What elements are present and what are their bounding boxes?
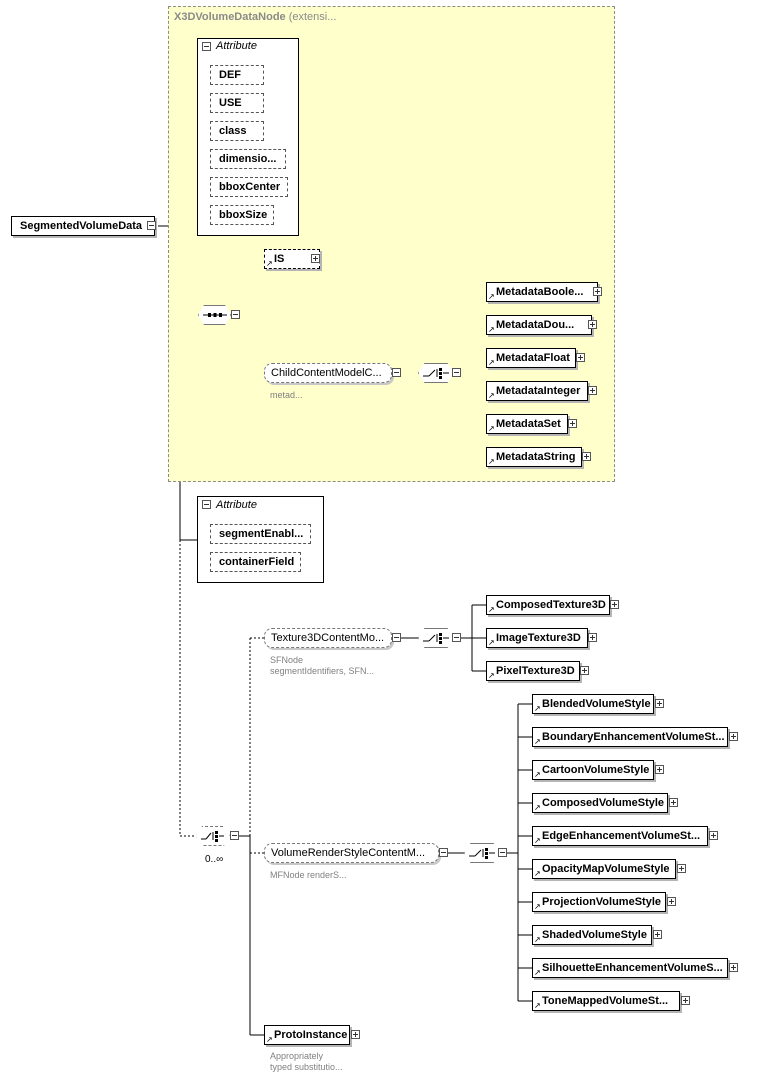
attribute-class[interactable]: class — [210, 121, 264, 141]
metadata-integer-element[interactable]: ↗MetadataInteger — [486, 381, 588, 401]
expand-icon[interactable] — [568, 419, 577, 428]
collapse-icon[interactable] — [452, 368, 461, 377]
boundary-enhancement-volume-style-element[interactable]: ↗BoundaryEnhancementVolumeSt... — [532, 727, 728, 747]
tone-mapped-volume-style-element[interactable]: ↗ToneMappedVolumeSt... — [532, 991, 680, 1011]
attributes-header: Attribute — [216, 499, 257, 511]
collapse-icon[interactable] — [147, 221, 156, 230]
attributes-header: Attribute — [216, 40, 257, 52]
reference-arrow-icon: ↗ — [488, 358, 495, 367]
texture-group-note: SFNode segmentIdentifiers, SFN... — [270, 655, 375, 676]
expand-icon[interactable] — [588, 633, 597, 642]
reference-arrow-icon: ↗ — [488, 671, 495, 680]
expand-icon[interactable] — [653, 930, 662, 939]
attribute-dimensions[interactable]: dimensio... — [210, 149, 286, 169]
expand-icon[interactable] — [655, 699, 664, 708]
expand-icon[interactable] — [582, 452, 591, 461]
collapse-icon[interactable] — [392, 633, 401, 642]
expand-icon[interactable] — [610, 600, 619, 609]
reference-arrow-icon: ↗ — [266, 1035, 273, 1044]
expand-icon[interactable] — [588, 386, 597, 395]
reference-arrow-icon: ↗ — [488, 292, 495, 301]
reference-arrow-icon: ↗ — [488, 325, 495, 334]
attribute-bboxcenter[interactable]: bboxCenter — [210, 177, 288, 197]
reference-arrow-icon: ↗ — [534, 935, 541, 944]
child-group-note: metad... — [270, 390, 303, 400]
projection-volume-style-element[interactable]: ↗ProjectionVolumeStyle — [532, 892, 666, 912]
reference-arrow-icon: ↗ — [266, 259, 273, 268]
reference-arrow-icon: ↗ — [534, 836, 541, 845]
root-element[interactable]: SegmentedVolumeData — [11, 216, 155, 236]
composed-texture3d-element[interactable]: ↗ComposedTexture3D — [486, 595, 610, 615]
expand-icon[interactable] — [667, 897, 676, 906]
choice-icon — [469, 848, 495, 859]
expand-icon[interactable] — [351, 1030, 360, 1039]
reference-arrow-icon: ↗ — [488, 638, 495, 647]
expand-icon[interactable] — [588, 320, 597, 329]
cartoon-volume-style-element[interactable]: ↗CartoonVolumeStyle — [532, 760, 654, 780]
expand-icon[interactable] — [311, 254, 320, 263]
collapse-icon[interactable] — [231, 310, 240, 319]
volume-render-style-group[interactable]: VolumeRenderStyleContentM... — [264, 843, 439, 863]
metadata-string-element[interactable]: ↗MetadataString — [486, 447, 582, 467]
attribute-use[interactable]: USE — [210, 93, 264, 113]
expand-icon[interactable] — [709, 831, 718, 840]
reference-arrow-icon: ↗ — [534, 1001, 541, 1010]
collapse-icon[interactable] — [202, 42, 211, 51]
reference-arrow-icon: ↗ — [534, 770, 541, 779]
blended-volume-style-element[interactable]: ↗BlendedVolumeStyle — [532, 694, 654, 714]
sequence-icon — [203, 313, 227, 317]
reference-arrow-icon: ↗ — [534, 737, 541, 746]
opacity-map-volume-style-element[interactable]: ↗OpacityMapVolumeStyle — [532, 859, 676, 879]
metadata-double-element[interactable]: ↗MetadataDou... — [486, 315, 592, 335]
edge-enhancement-volume-style-element[interactable]: ↗EdgeEnhancementVolumeSt... — [532, 826, 708, 846]
reference-arrow-icon: ↗ — [534, 968, 541, 977]
choice-icon — [423, 368, 449, 379]
expand-icon[interactable] — [593, 287, 602, 296]
expand-icon[interactable] — [576, 353, 585, 362]
silhouette-enhancement-volume-style-element[interactable]: ↗SilhouetteEnhancementVolumeS... — [532, 958, 728, 978]
image-texture3d-element[interactable]: ↗ImageTexture3D — [486, 628, 588, 648]
metadata-boolean-element[interactable]: ↗MetadataBoole... — [486, 282, 598, 302]
render-group-note: MFNode renderS... — [270, 870, 347, 880]
attribute-segment-enabled[interactable]: segmentEnabl... — [210, 524, 311, 544]
texture3d-content-model-group[interactable]: Texture3DContentMo... — [264, 628, 392, 648]
reference-arrow-icon: ↗ — [534, 803, 541, 812]
occurrence-label: 0..∞ — [205, 854, 224, 865]
reference-arrow-icon: ↗ — [488, 391, 495, 400]
attribute-bboxsize[interactable]: bboxSize — [210, 205, 274, 225]
expand-icon[interactable] — [655, 765, 664, 774]
expand-icon[interactable] — [729, 732, 738, 741]
expand-icon[interactable] — [669, 798, 678, 807]
collapse-icon[interactable] — [392, 368, 401, 377]
expand-icon[interactable] — [677, 864, 686, 873]
reference-arrow-icon: ↗ — [488, 424, 495, 433]
child-content-model-group[interactable]: ChildContentModelC... — [264, 363, 392, 383]
reference-arrow-icon: ↗ — [488, 457, 495, 466]
shaded-volume-style-element[interactable]: ↗ShadedVolumeStyle — [532, 925, 652, 945]
composed-volume-style-element[interactable]: ↗ComposedVolumeStyle — [532, 793, 668, 813]
collapse-icon[interactable] — [498, 848, 507, 857]
metadata-float-element[interactable]: ↗MetadataFloat — [486, 348, 576, 368]
collapse-icon[interactable] — [230, 831, 239, 840]
extension-title: X3DVolumeDataNode (extensi... — [174, 11, 337, 23]
expand-icon[interactable] — [580, 666, 589, 675]
proto-instance-note: Appropriately typed substitutio... — [270, 1051, 343, 1072]
reference-arrow-icon: ↗ — [534, 704, 541, 713]
reference-arrow-icon: ↗ — [488, 605, 495, 614]
collapse-icon[interactable] — [439, 848, 448, 857]
attribute-def[interactable]: DEF — [210, 65, 264, 85]
expand-icon[interactable] — [729, 963, 738, 972]
proto-instance-element[interactable]: ↗ProtoInstance — [264, 1025, 350, 1045]
collapse-icon[interactable] — [452, 633, 461, 642]
reference-arrow-icon: ↗ — [534, 869, 541, 878]
attribute-container-field[interactable]: containerField — [210, 552, 301, 572]
choice-icon — [423, 633, 449, 644]
pixel-texture3d-element[interactable]: ↗PixelTexture3D — [486, 661, 580, 681]
metadata-set-element[interactable]: ↗MetadataSet — [486, 414, 568, 434]
choice-icon — [201, 831, 224, 842]
collapse-icon[interactable] — [202, 500, 211, 509]
expand-icon[interactable] — [681, 996, 690, 1005]
reference-arrow-icon: ↗ — [534, 902, 541, 911]
